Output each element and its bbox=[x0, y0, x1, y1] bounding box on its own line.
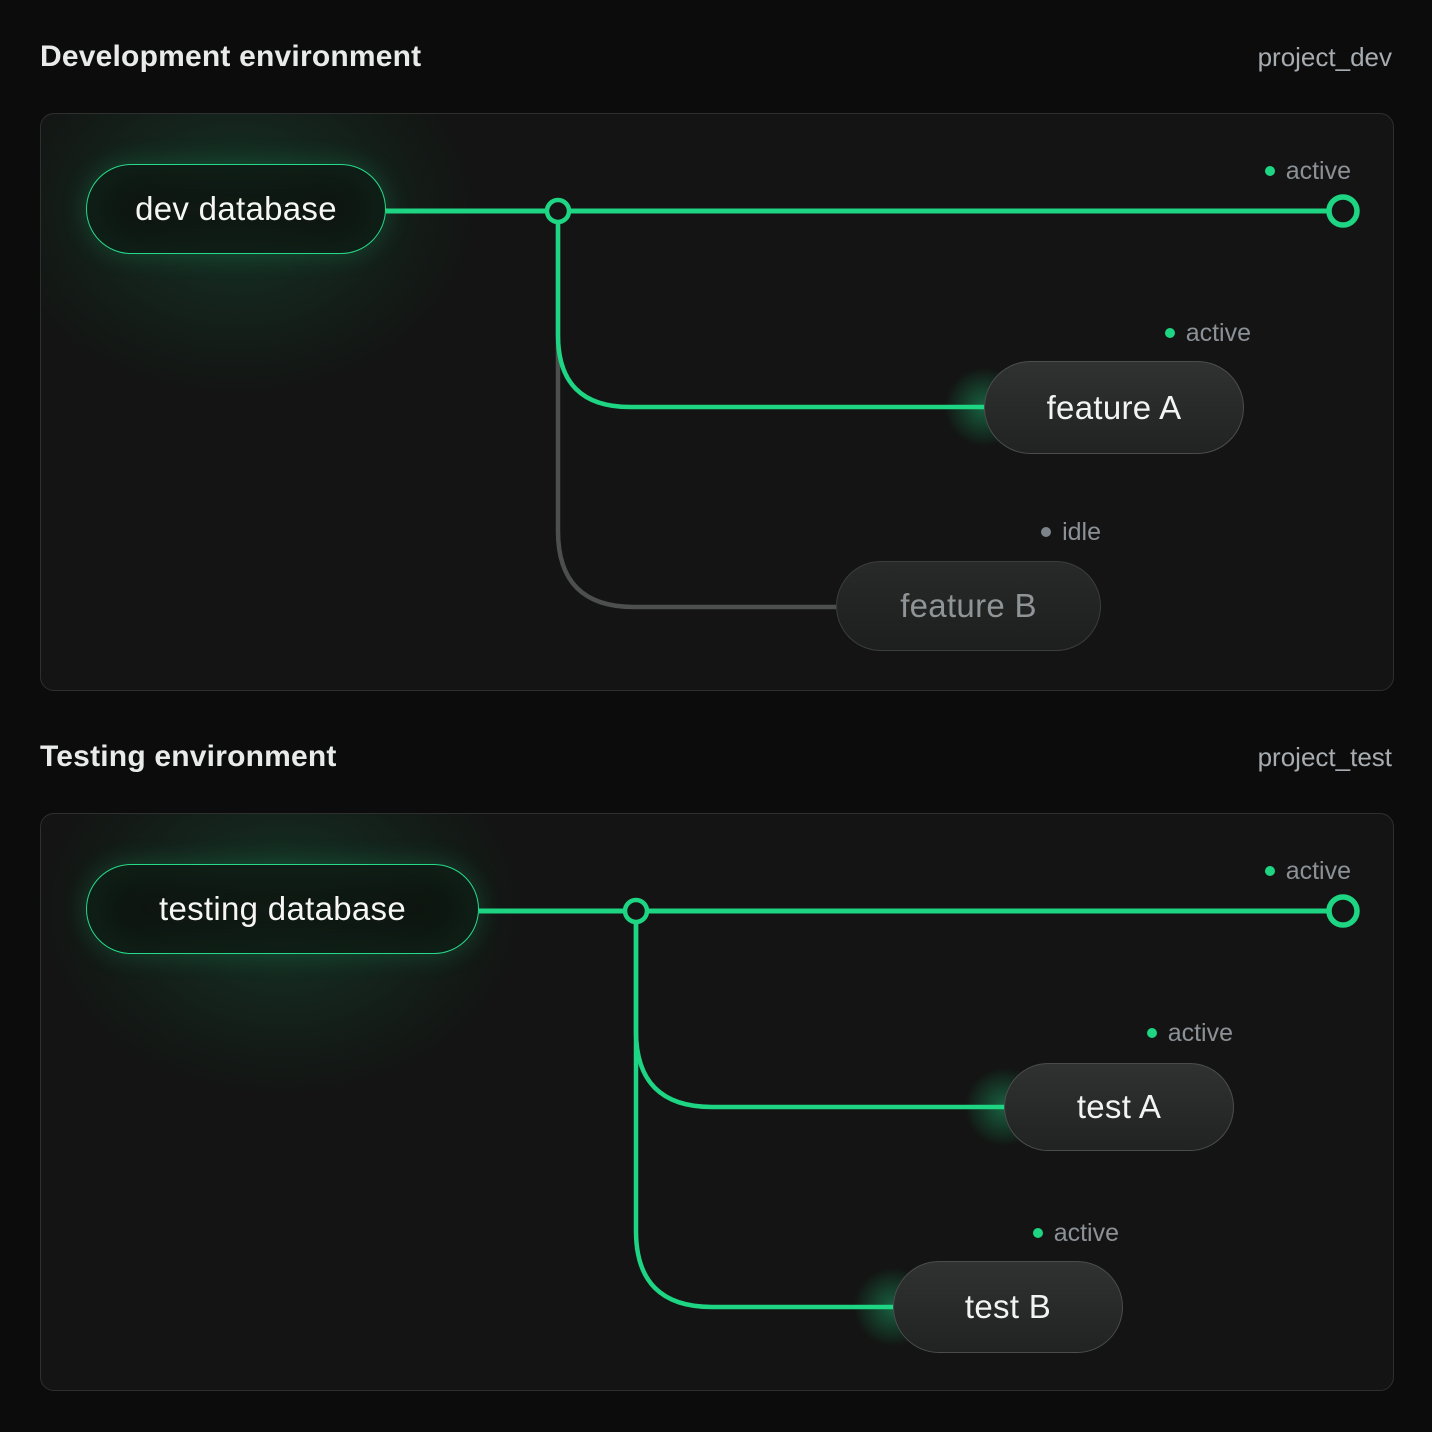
dev-main-status-label: active bbox=[1285, 156, 1351, 185]
feature-b-node[interactable]: feature B bbox=[836, 561, 1101, 651]
test-b-label: test B bbox=[964, 1288, 1052, 1325]
active-status-dot-icon bbox=[1032, 1228, 1043, 1238]
active-status-dot-icon bbox=[1164, 328, 1175, 338]
dev-env-panel: dev database feature A feature B active … bbox=[40, 113, 1394, 691]
test-branch-graph bbox=[479, 894, 1360, 1310]
test-a-node[interactable]: test A bbox=[1004, 1063, 1234, 1151]
dev-database-label: dev database bbox=[135, 190, 337, 227]
test-env-panel: testing database test A test B active ac… bbox=[40, 813, 1394, 1391]
test-database-label: testing database bbox=[159, 890, 406, 927]
feature-b-label: feature B bbox=[900, 587, 1037, 624]
test-b-status-label: active bbox=[1053, 1218, 1119, 1247]
test-project-label: project_test bbox=[1257, 742, 1392, 772]
idle-status-dot-icon bbox=[1041, 527, 1052, 537]
test-main-status-badge: active bbox=[1264, 856, 1351, 886]
feature-a-branch-line bbox=[555, 211, 984, 410]
test-a-status-label: active bbox=[1167, 1018, 1233, 1047]
test-b-node[interactable]: test B bbox=[893, 1261, 1123, 1353]
dev-project-label: project_dev bbox=[1257, 42, 1392, 72]
feature-a-label: feature A bbox=[1046, 388, 1182, 426]
feature-a-status-badge: active bbox=[1164, 318, 1251, 348]
test-b-branch-line bbox=[633, 911, 893, 1310]
test-junction-node-icon bbox=[622, 897, 650, 925]
feature-a-node[interactable]: feature A bbox=[984, 361, 1244, 454]
active-status-dot-icon bbox=[1264, 866, 1275, 876]
test-env-header: Testing environment project_test bbox=[40, 740, 1392, 774]
test-main-endpoint-node-icon bbox=[1326, 894, 1360, 928]
dev-branch-graph bbox=[386, 194, 1360, 610]
dev-database-node[interactable]: dev database bbox=[86, 164, 386, 254]
feature-b-status-badge: idle bbox=[1041, 517, 1101, 547]
dev-main-status-badge: active bbox=[1264, 156, 1351, 186]
active-status-dot-icon bbox=[1264, 166, 1275, 176]
test-database-node[interactable]: testing database bbox=[86, 864, 479, 954]
dev-main-endpoint-node-icon bbox=[1326, 194, 1360, 228]
test-b-status-badge: active bbox=[1032, 1218, 1119, 1248]
feature-b-status-label: idle bbox=[1062, 517, 1101, 546]
feature-a-status-label: active bbox=[1185, 318, 1251, 347]
dev-env-title: Development environment bbox=[40, 40, 422, 73]
feature-b-branch-line bbox=[555, 211, 836, 610]
test-a-status-badge: active bbox=[1146, 1018, 1233, 1048]
dev-junction-node-icon bbox=[544, 197, 572, 225]
dev-env-header: Development environment project_dev bbox=[40, 40, 1392, 74]
test-a-label: test A bbox=[1076, 1088, 1162, 1125]
test-env-title: Testing environment bbox=[40, 740, 337, 773]
test-a-branch-line bbox=[633, 911, 1004, 1110]
test-main-status-label: active bbox=[1285, 856, 1351, 885]
active-status-dot-icon bbox=[1146, 1028, 1157, 1038]
